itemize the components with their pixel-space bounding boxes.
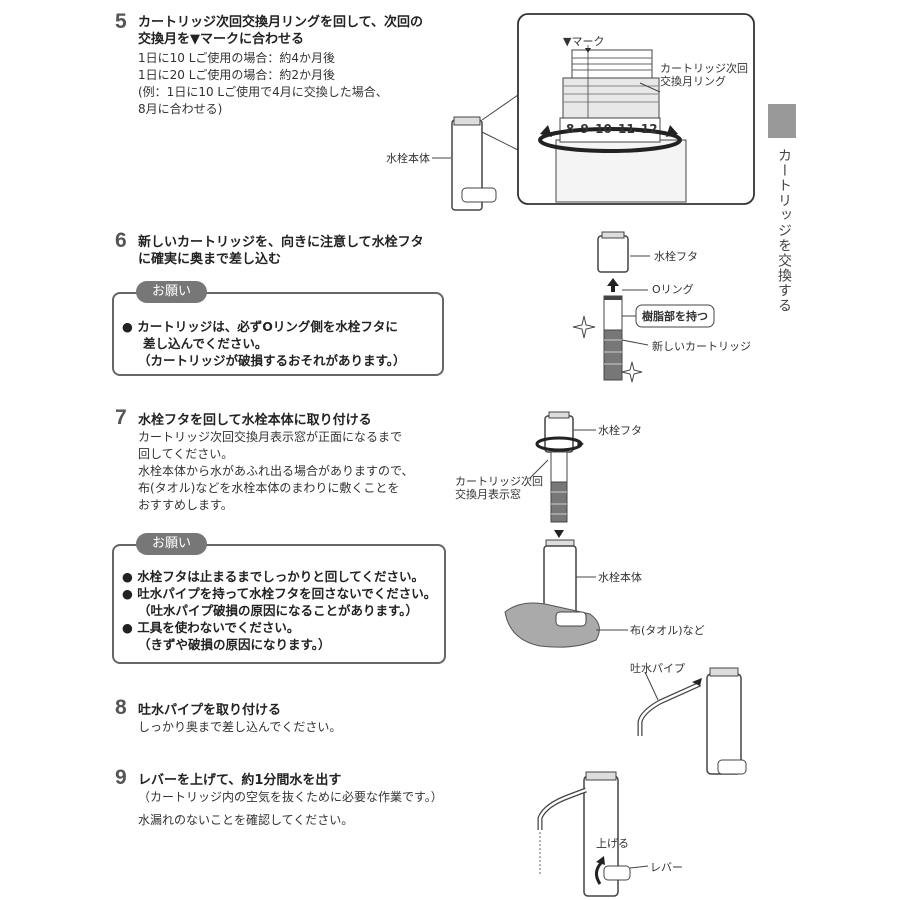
ring-month: 8 bbox=[566, 122, 575, 136]
step5-label-body: 水栓本体 bbox=[386, 152, 430, 165]
step6-label-new: 新しいカートリッジ bbox=[652, 340, 751, 353]
step6-title-2: に確実に奥まで差し込む bbox=[138, 252, 282, 267]
step7-note-label: お願い bbox=[136, 533, 208, 555]
step7-number: 7 bbox=[115, 406, 127, 429]
step7-label-body: 水栓本体 bbox=[598, 571, 642, 584]
step5-body-2: 1日に20 Lご使用の場合：約2か月後 bbox=[138, 68, 336, 82]
step8-label-pipe: 吐水パイプ bbox=[630, 662, 685, 675]
step7-body-2: 回してください。 bbox=[138, 447, 234, 461]
step5-body-1: 1日に10 Lご使用の場合：約4か月後 bbox=[138, 51, 336, 65]
side-tab-label: カートリッジを交換する bbox=[776, 148, 792, 313]
step6-label-cap: 水栓フタ bbox=[654, 250, 698, 263]
step9-label-lever: レバー bbox=[650, 861, 683, 874]
step7-label-cap: 水栓フタ bbox=[598, 424, 642, 437]
step5-ring-months: 8 9 10 11 12 bbox=[566, 122, 658, 136]
step6-note-3: （カートリッジが破損するおそれがあります。） bbox=[138, 353, 406, 368]
step6-label-oring: Oリング bbox=[652, 283, 694, 296]
step9-body-3: 水漏れのないことを確認してください。 bbox=[138, 813, 354, 827]
ring-month: 9 bbox=[580, 122, 589, 136]
side-tab-marker bbox=[768, 104, 796, 138]
step7-note-3: （吐水パイプ破損の原因になることがあります。） bbox=[138, 603, 419, 618]
step6-label-hold: 樹脂部を持つ bbox=[642, 310, 708, 323]
step8-number: 8 bbox=[115, 696, 127, 719]
ring-month: 12 bbox=[640, 122, 658, 136]
step7-body-4: 布(タオル)などを水栓本体のまわりに敷くことを bbox=[138, 481, 400, 495]
step5-title-2: 交換月を▼マークに合わせる bbox=[138, 32, 304, 47]
step5-number: 5 bbox=[115, 10, 127, 33]
step6-note-1: ● カートリッジは、必ずOリング側を水栓フタに bbox=[122, 319, 398, 334]
step7-body-5: おすすめします。 bbox=[138, 498, 233, 512]
step9-body-1: （カートリッジ内の空気を抜くために必要な作業です。） bbox=[138, 790, 443, 804]
step5-body-3: (例：1日に10 Lご使用で4月に交換した場合、 bbox=[138, 85, 388, 99]
step7-title: 水栓フタを回して水栓本体に取り付ける bbox=[138, 413, 372, 428]
step9-number: 9 bbox=[115, 766, 127, 789]
step5-body-4: 8月に合わせる) bbox=[138, 102, 223, 116]
step7-label-window-2: 交換月表示窓 bbox=[455, 488, 521, 501]
step6-note-box: お願い bbox=[112, 281, 444, 376]
step7-note-box: お願い bbox=[112, 533, 446, 664]
step8-title: 吐水パイプを取り付ける bbox=[138, 703, 282, 718]
step7-label-towel: 布(タオル)など bbox=[630, 624, 705, 637]
step5-label-ring-1: カートリッジ次回 bbox=[660, 62, 748, 75]
step5-label-mark: ▼マーク bbox=[563, 35, 605, 48]
step9-title: レバーを上げて、約1分間水を出す bbox=[138, 773, 342, 788]
step6-title-1: 新しいカートリッジを、向きに注意して水栓フタ bbox=[138, 235, 424, 250]
ring-month: 11 bbox=[617, 122, 635, 136]
step7-note-4: ● 工具を使わないでください。 bbox=[122, 620, 300, 635]
step7-note-1: ● 水栓フタは止まるまでしっかりと回してください。 bbox=[122, 569, 425, 584]
step7-note-2: ● 吐水パイプを持って水栓フタを回さないでください。 bbox=[122, 586, 437, 601]
step5-label-ring-2: 交換月リング bbox=[660, 75, 726, 88]
step8-body-1: しっかり奥まで差し込んでください。 bbox=[138, 720, 342, 734]
ring-month: 10 bbox=[595, 122, 612, 136]
step6-note-2: 差し込んでください。 bbox=[143, 336, 268, 351]
step5-title-1: カートリッジ次回交換月リングを回して、次回の bbox=[138, 15, 423, 30]
step7-body-3: 水栓本体から水があふれ出る場合がありますので、 bbox=[138, 464, 414, 478]
step6-number: 6 bbox=[115, 229, 127, 252]
step6-note-label: お願い bbox=[136, 281, 208, 303]
step7-note-5: （きずや破損の原因になります。） bbox=[138, 637, 331, 652]
step7-label-window-1: カートリッジ次回 bbox=[455, 475, 543, 488]
step7-body-1: カートリッジ次回交換月表示窓が正面になるまで bbox=[138, 430, 403, 444]
step9-label-up: 上げる bbox=[596, 837, 629, 850]
